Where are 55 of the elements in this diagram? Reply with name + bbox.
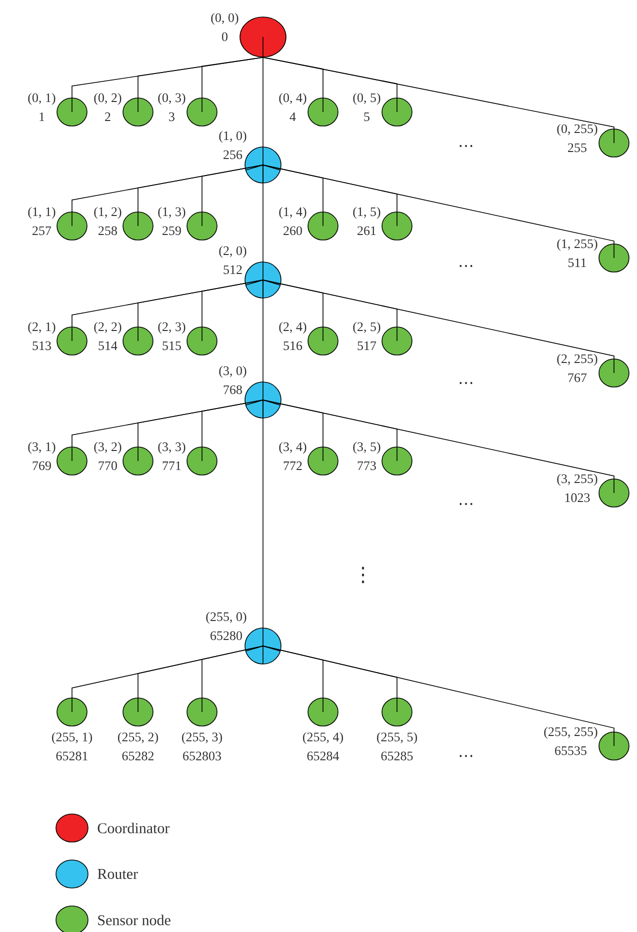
node-label: (3, 0) 768 bbox=[219, 366, 246, 394]
connector-line bbox=[262, 400, 614, 494]
connector-line bbox=[202, 57, 264, 112]
node-label: (3, 1) 769 bbox=[28, 442, 56, 470]
node-label: (3, 2) 770 bbox=[94, 442, 122, 470]
node-label: (1, 0) 256 bbox=[219, 130, 246, 160]
node-label: (2, 5) 517 bbox=[353, 322, 380, 350]
node-label: (255, 5) 65285 bbox=[376, 732, 417, 760]
node-label: (3, 255) 1023 bbox=[557, 474, 598, 502]
ellipsis: ⋯ bbox=[460, 382, 472, 384]
node-label: (255, 2) 65282 bbox=[118, 732, 158, 760]
ellipsis: ⋯ bbox=[460, 503, 472, 505]
node-label: (2, 1) 513 bbox=[28, 322, 56, 350]
node-label: (1, 5) 261 bbox=[353, 206, 380, 236]
ellipsis: ⋯ bbox=[460, 145, 472, 147]
connector-line bbox=[202, 164, 264, 226]
connector-line bbox=[262, 280, 614, 374]
node-label: (3, 3) 771 bbox=[158, 442, 186, 470]
node-label: (3, 5) 773 bbox=[353, 442, 380, 470]
node-label: (1, 1) 257 bbox=[28, 206, 56, 236]
connector-line bbox=[262, 646, 614, 746]
node-label: (2, 0) 512 bbox=[219, 246, 246, 274]
node-label: (0, 255) 255 bbox=[557, 124, 598, 152]
ellipsis: ⋮ bbox=[362, 566, 364, 584]
ellipsis: ⋯ bbox=[460, 755, 472, 757]
node-label: (1, 2) 258 bbox=[94, 206, 122, 236]
connector-line bbox=[262, 164, 614, 258]
node-label: (2, 3) 515 bbox=[158, 322, 186, 350]
node-label: (0, 2) 2 bbox=[94, 93, 122, 122]
connector-line bbox=[202, 646, 264, 712]
legend-text: Router bbox=[98, 869, 138, 879]
node-label: (255, 4) 65284 bbox=[302, 732, 343, 760]
node-label: (1, 3) 259 bbox=[158, 206, 186, 236]
connector-line bbox=[262, 57, 614, 144]
node-label: (2, 2) 514 bbox=[94, 322, 122, 350]
node-label: (0, 3) 3 bbox=[158, 92, 186, 122]
legend-text: Coordinator bbox=[98, 822, 170, 834]
node-label: (0, 0) 0 bbox=[211, 12, 238, 42]
connector-line bbox=[202, 400, 264, 462]
node-label: (1, 255) 511 bbox=[557, 238, 598, 268]
node-label: (255, 0) 65280 bbox=[206, 612, 246, 640]
connector-line bbox=[262, 36, 264, 166]
node-label: (3, 4) 772 bbox=[279, 442, 306, 470]
node-label: (255, 3) 652803 bbox=[182, 732, 222, 760]
connector-line bbox=[202, 280, 264, 342]
node-label: (2, 4) 516 bbox=[279, 322, 306, 350]
node-label: (0, 1) 1 bbox=[28, 93, 56, 122]
node-label: (0, 4) 4 bbox=[279, 93, 306, 122]
legend-text: Sensor node bbox=[98, 914, 170, 926]
node-label: (255, 1) 65281 bbox=[52, 732, 92, 760]
node-label: (1, 4) 260 bbox=[279, 206, 306, 236]
ellipsis: ⋯ bbox=[460, 265, 472, 267]
node-label: (2, 255) 767 bbox=[557, 354, 598, 382]
node-label: (255, 255) 65535 bbox=[544, 726, 598, 756]
node-label: (0, 5) 5 bbox=[353, 92, 380, 122]
